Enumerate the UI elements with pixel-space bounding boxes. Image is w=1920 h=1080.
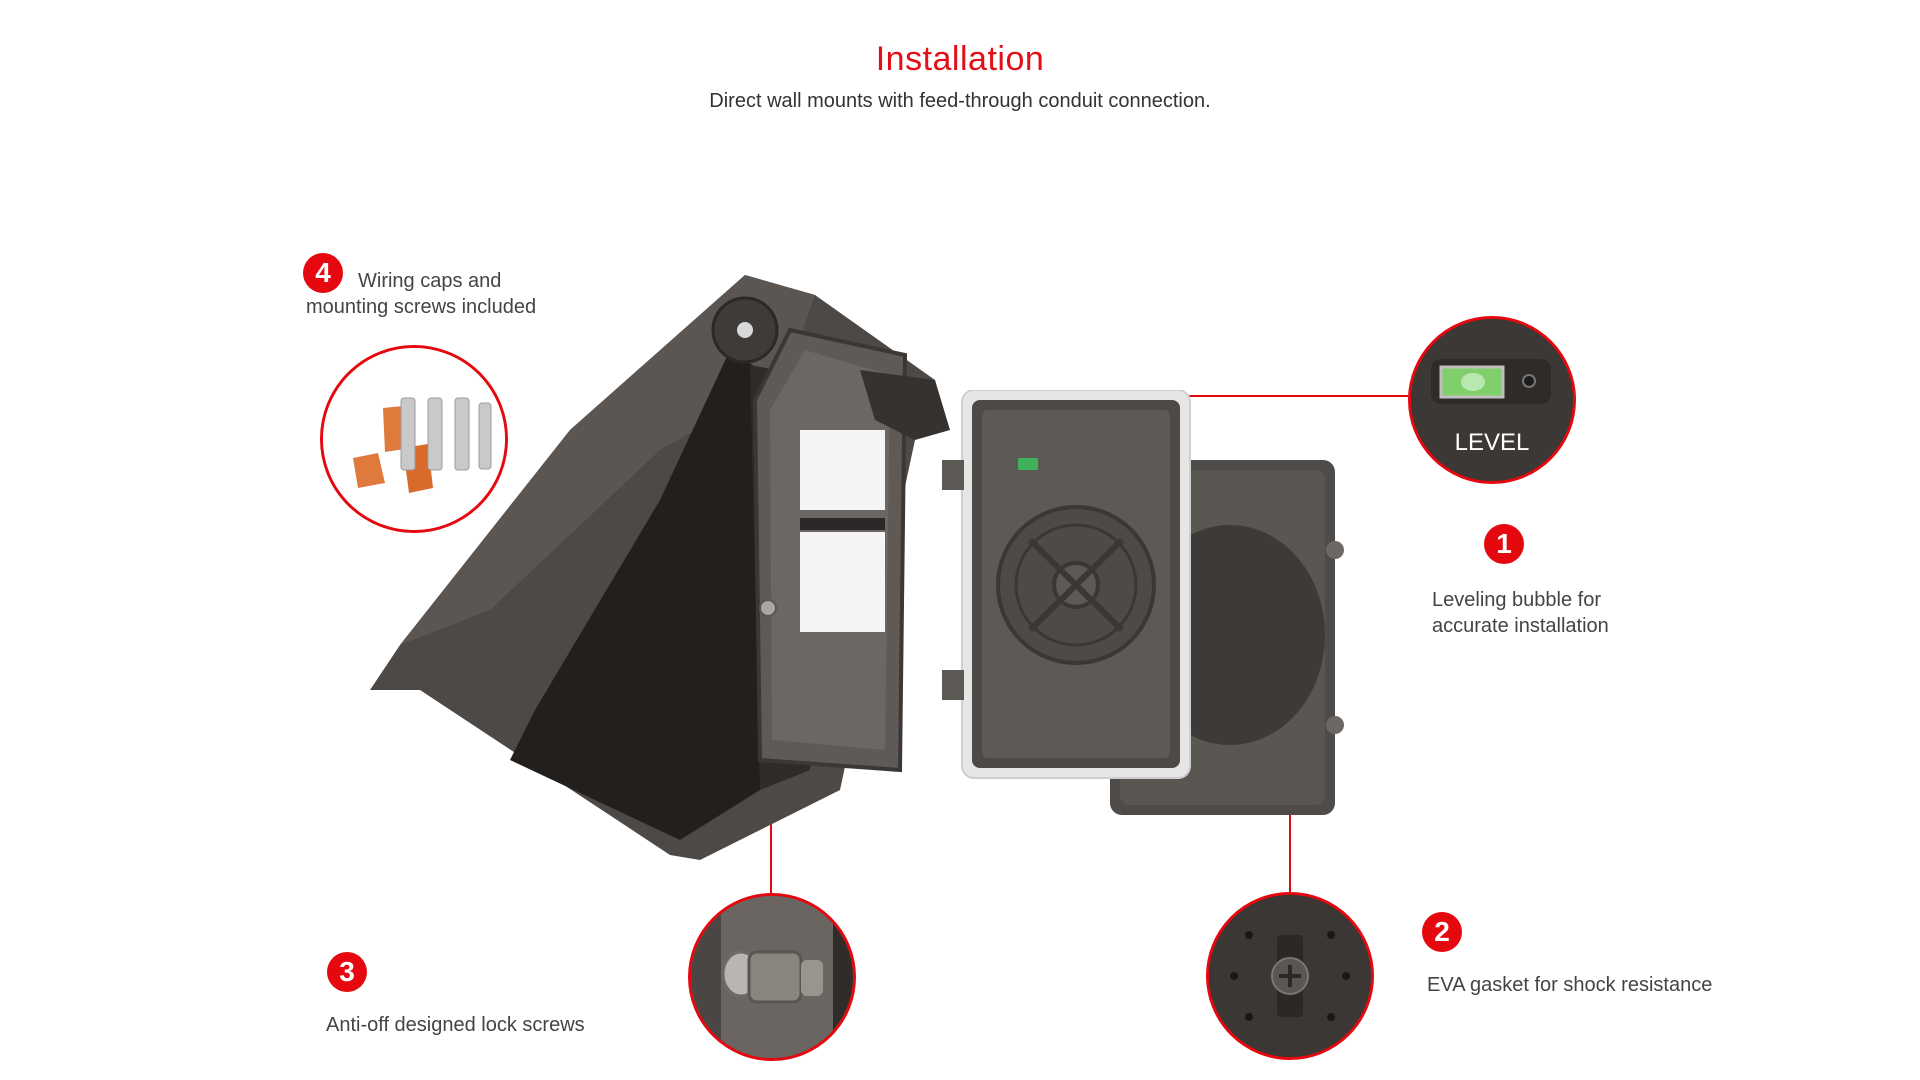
- feature-4-line-1: Wiring caps and: [358, 270, 502, 292]
- wiring-caps-screws-icon: [323, 348, 505, 530]
- eva-gasket-icon: [1209, 895, 1371, 1057]
- feature-number-4: 4: [303, 253, 343, 293]
- eva-gasket-callout: [1206, 892, 1374, 1060]
- feature-number-1: 1: [1484, 524, 1524, 564]
- page-subtitle: Direct wall mounts with feed-through con…: [709, 90, 1211, 112]
- accessories-callout: [320, 345, 508, 533]
- feature-3-line-1: Anti-off designed lock screws: [326, 1014, 585, 1036]
- feature-1-line-1: Leveling bubble for: [1432, 589, 1602, 611]
- feature-number-3: 3: [327, 952, 367, 992]
- feature-2-text: EVA gasket for shock resistance: [1427, 972, 1712, 998]
- mounting-backplate-illustration: [942, 390, 1344, 815]
- level-bubble-icon: [1411, 319, 1573, 481]
- feature-3-text: Anti-off designed lock screws: [326, 1012, 585, 1038]
- feature-4-line-2: mounting screws included: [306, 296, 537, 318]
- lock-screw-icon: [691, 896, 853, 1058]
- feature-1-text: Leveling bubble for accurate installatio…: [1432, 587, 1609, 639]
- lock-screw-callout: [688, 893, 856, 1061]
- feature-4-text: Wiring caps and mounting screws included: [306, 268, 536, 320]
- level-bubble-callout: LEVEL: [1408, 316, 1576, 484]
- page-title: Installation: [875, 40, 1045, 78]
- feature-1-line-2: accurate installation: [1432, 615, 1609, 637]
- feature-number-2: 2: [1422, 912, 1462, 952]
- wall-pack-housing-illustration: [370, 275, 950, 860]
- level-label: LEVEL: [1454, 429, 1530, 456]
- feature-2-line-1: EVA gasket for shock resistance: [1427, 974, 1713, 996]
